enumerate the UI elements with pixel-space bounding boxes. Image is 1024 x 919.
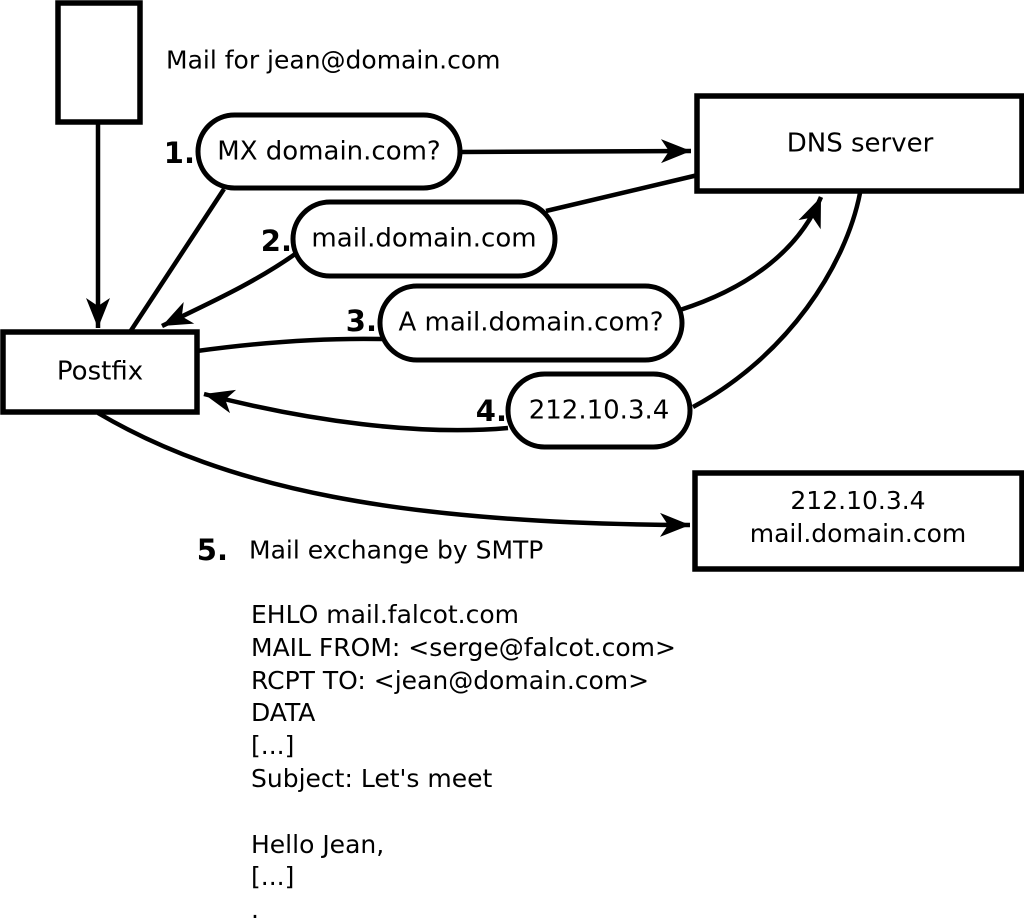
mail-server-box — [692, 470, 1024, 572]
postfix-label: Postfix — [56, 356, 144, 387]
smtp-session-line: Hello Jean, — [251, 829, 385, 859]
edge-smtp-to-mailserver — [96, 411, 691, 537]
dns-server-box — [694, 93, 1024, 194]
edge-dns-to-a-answer — [691, 192, 863, 409]
edge-postfix-to-a-query — [196, 336, 383, 354]
step3-label: A mail.domain.com? — [398, 307, 664, 338]
step1-label: MX domain.com? — [217, 136, 441, 167]
step2-number: 2. — [260, 224, 292, 258]
step2-label: mail.domain.com — [311, 223, 537, 254]
dns-server-label: DNS server — [786, 128, 934, 159]
step4-bubble — [505, 371, 693, 450]
smtp-session-line: EHLO mail.falcot.com — [251, 600, 520, 629]
edge-mx-answer-to-postfix — [161, 250, 300, 329]
smtp-session-line: . — [251, 895, 259, 919]
smtp-session-line: RCPT TO: <jean@domain.com> — [251, 665, 650, 695]
postfix-box — [0, 329, 200, 415]
smtp-session-line: [...] — [251, 862, 295, 892]
edge-mx-query-to-dns — [459, 139, 692, 164]
mail-server-label: 212.10.3.4 mail.domain.com — [750, 484, 966, 550]
step1-bubble — [195, 112, 463, 191]
diagram-title: Mail for jean@domain.com — [166, 45, 501, 75]
step5-number: 5. — [196, 533, 228, 567]
edge-a-answer-to-postfix — [203, 389, 509, 433]
mail-server-ip: 212.10.3.4 — [790, 486, 926, 515]
mail-message-shape — [55, 0, 143, 125]
step2-bubble — [290, 199, 558, 279]
step3-bubble — [377, 283, 685, 363]
edge-postfix-to-mx-query — [128, 187, 226, 334]
edge-a-query-to-dns — [679, 196, 824, 313]
step4-label: 212.10.3.4 — [528, 395, 670, 426]
edge-dns-to-mx-answer — [545, 172, 699, 214]
smtp-session-line: [...] — [251, 731, 295, 761]
mail-server-hostname: mail.domain.com — [749, 519, 967, 548]
smtp-session-line: DATA — [251, 698, 316, 728]
smtp-session-line — [251, 796, 676, 829]
step5-label: Mail exchange by SMTP — [249, 535, 544, 565]
step3-number: 3. — [345, 304, 377, 338]
smtp-session-line: MAIL FROM: <serge@falcot.com> — [251, 632, 676, 662]
smtp-session-line: Subject: Let's meet — [251, 763, 493, 793]
step4-number: 4. — [475, 394, 507, 428]
step1-number: 1. — [163, 136, 195, 170]
